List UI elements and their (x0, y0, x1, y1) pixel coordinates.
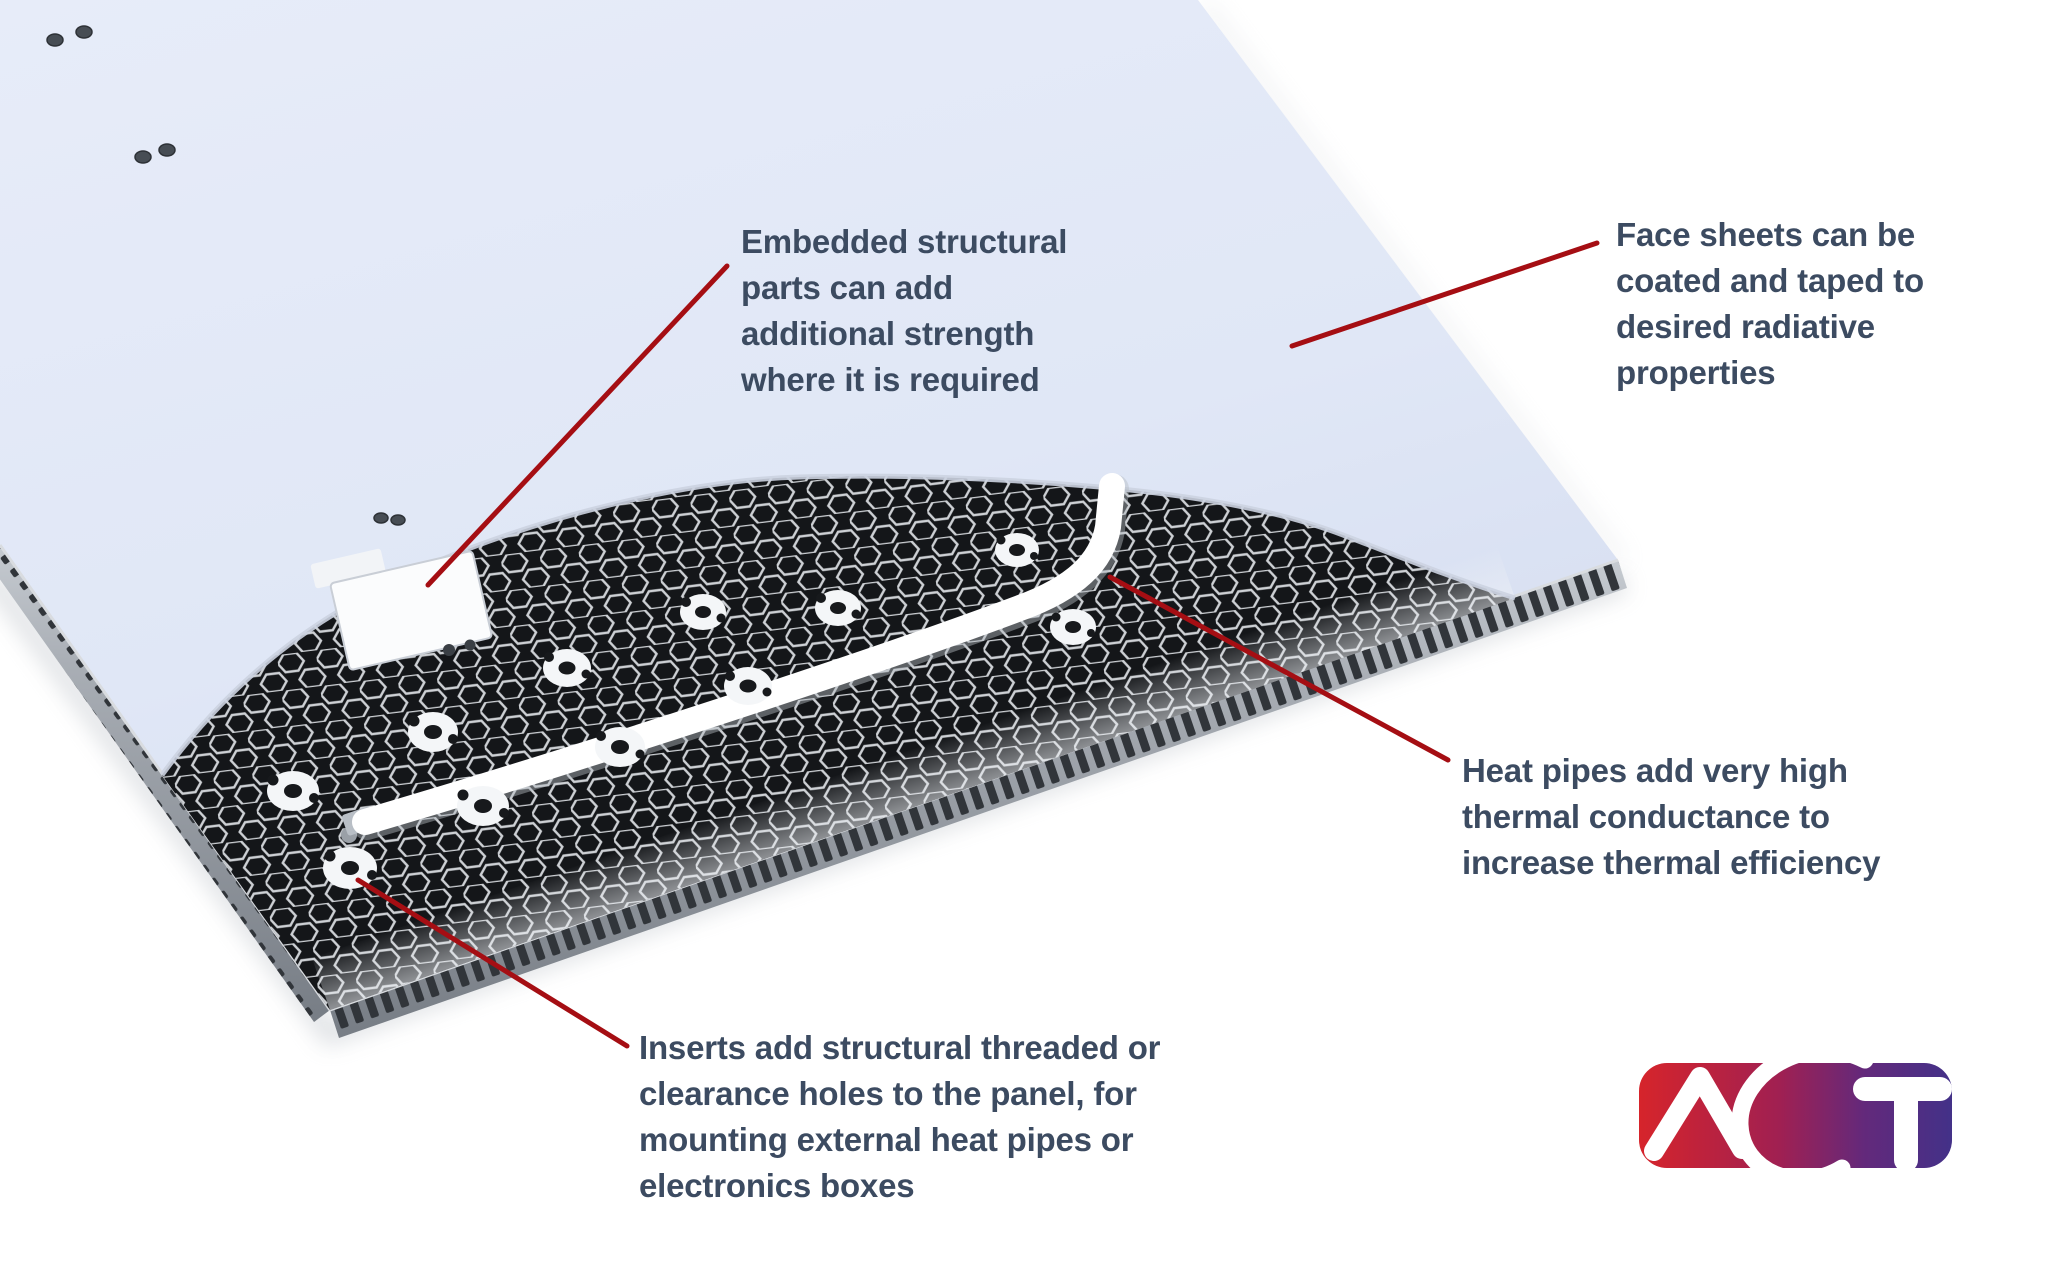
callout-face-sheets: Face sheets can be coated and taped to d… (1616, 216, 1924, 391)
rivet-dot (46, 33, 64, 47)
rivet-dot (75, 25, 93, 39)
heat-pipe (341, 473, 1129, 843)
callout-embedded-parts: Embedded structural parts can add additi… (741, 223, 1068, 398)
edge-highlight (312, 546, 1515, 1010)
leader-line-face-sheets (1289, 240, 1600, 349)
logo-letter-a (1644, 1067, 1752, 1161)
logo-letter-c (1731, 1041, 1874, 1188)
insert (995, 533, 1039, 567)
insert (1050, 609, 1096, 645)
act-logo-graphic (1639, 1041, 1952, 1188)
leader-line-inserts (355, 877, 630, 1049)
rivets-group (46, 25, 406, 526)
rivet-dot (373, 512, 389, 524)
honeycomb-core (159, 473, 1516, 1010)
callout-inserts: Inserts add structural threaded or clear… (639, 1029, 1161, 1204)
insert (323, 847, 377, 889)
callout-heat-pipes: Heat pipes add very high thermal conduct… (1462, 752, 1881, 881)
insert (815, 590, 861, 626)
insert (595, 727, 645, 767)
rivet-dot (134, 150, 152, 164)
insert (724, 667, 772, 705)
rivet-dot (158, 143, 176, 157)
insert (408, 712, 458, 752)
leader-line-heat-pipes (1107, 574, 1451, 763)
rivet-dot (390, 514, 406, 526)
inserts-group (267, 533, 1096, 889)
insert (543, 649, 591, 687)
leader-line-embedded-parts (425, 263, 730, 588)
insert (457, 786, 509, 826)
insert (267, 771, 319, 811)
embedded-structural-part (310, 548, 493, 671)
insert (680, 594, 726, 630)
act-logo: ACT (1630, 1030, 1970, 1200)
